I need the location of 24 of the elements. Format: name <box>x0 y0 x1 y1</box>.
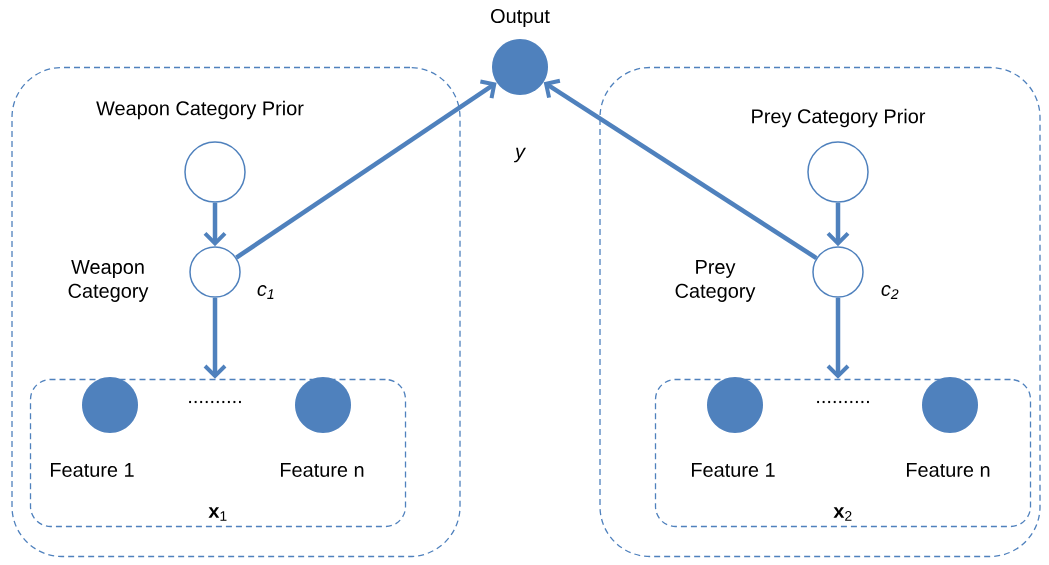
node-label: Feature 1 <box>51 463 134 477</box>
node-label: Prey Category <box>675 260 756 302</box>
dashed-group-box <box>11 66 461 558</box>
ellipsis-dots: .......... <box>817 400 869 404</box>
arrow <box>203 202 227 247</box>
arrow <box>826 202 850 247</box>
dashed-group-box <box>599 66 1041 558</box>
arrow <box>543 78 818 260</box>
node-label: Prey Category Prior <box>752 108 926 128</box>
variable-label: y <box>513 147 526 163</box>
node-label: x$_{1}$ <box>208 507 227 521</box>
variable-label: c$_{1}$ <box>257 285 274 299</box>
node-label: Output <box>491 9 550 28</box>
node-label: Feature n <box>907 463 990 477</box>
arrow <box>826 297 850 379</box>
node-label: Weapon Category <box>68 260 149 302</box>
node-label: Weapon Category Prior <box>96 100 304 120</box>
node-label: x$_{2}$ <box>833 507 852 521</box>
arrow <box>235 79 497 260</box>
ellipsis-dots: .......... <box>189 400 241 404</box>
node-label: Feature n <box>281 463 364 477</box>
node-label: Feature 1 <box>692 463 775 477</box>
arrow <box>203 297 227 379</box>
variable-label: c$_{2}$ <box>881 285 899 299</box>
